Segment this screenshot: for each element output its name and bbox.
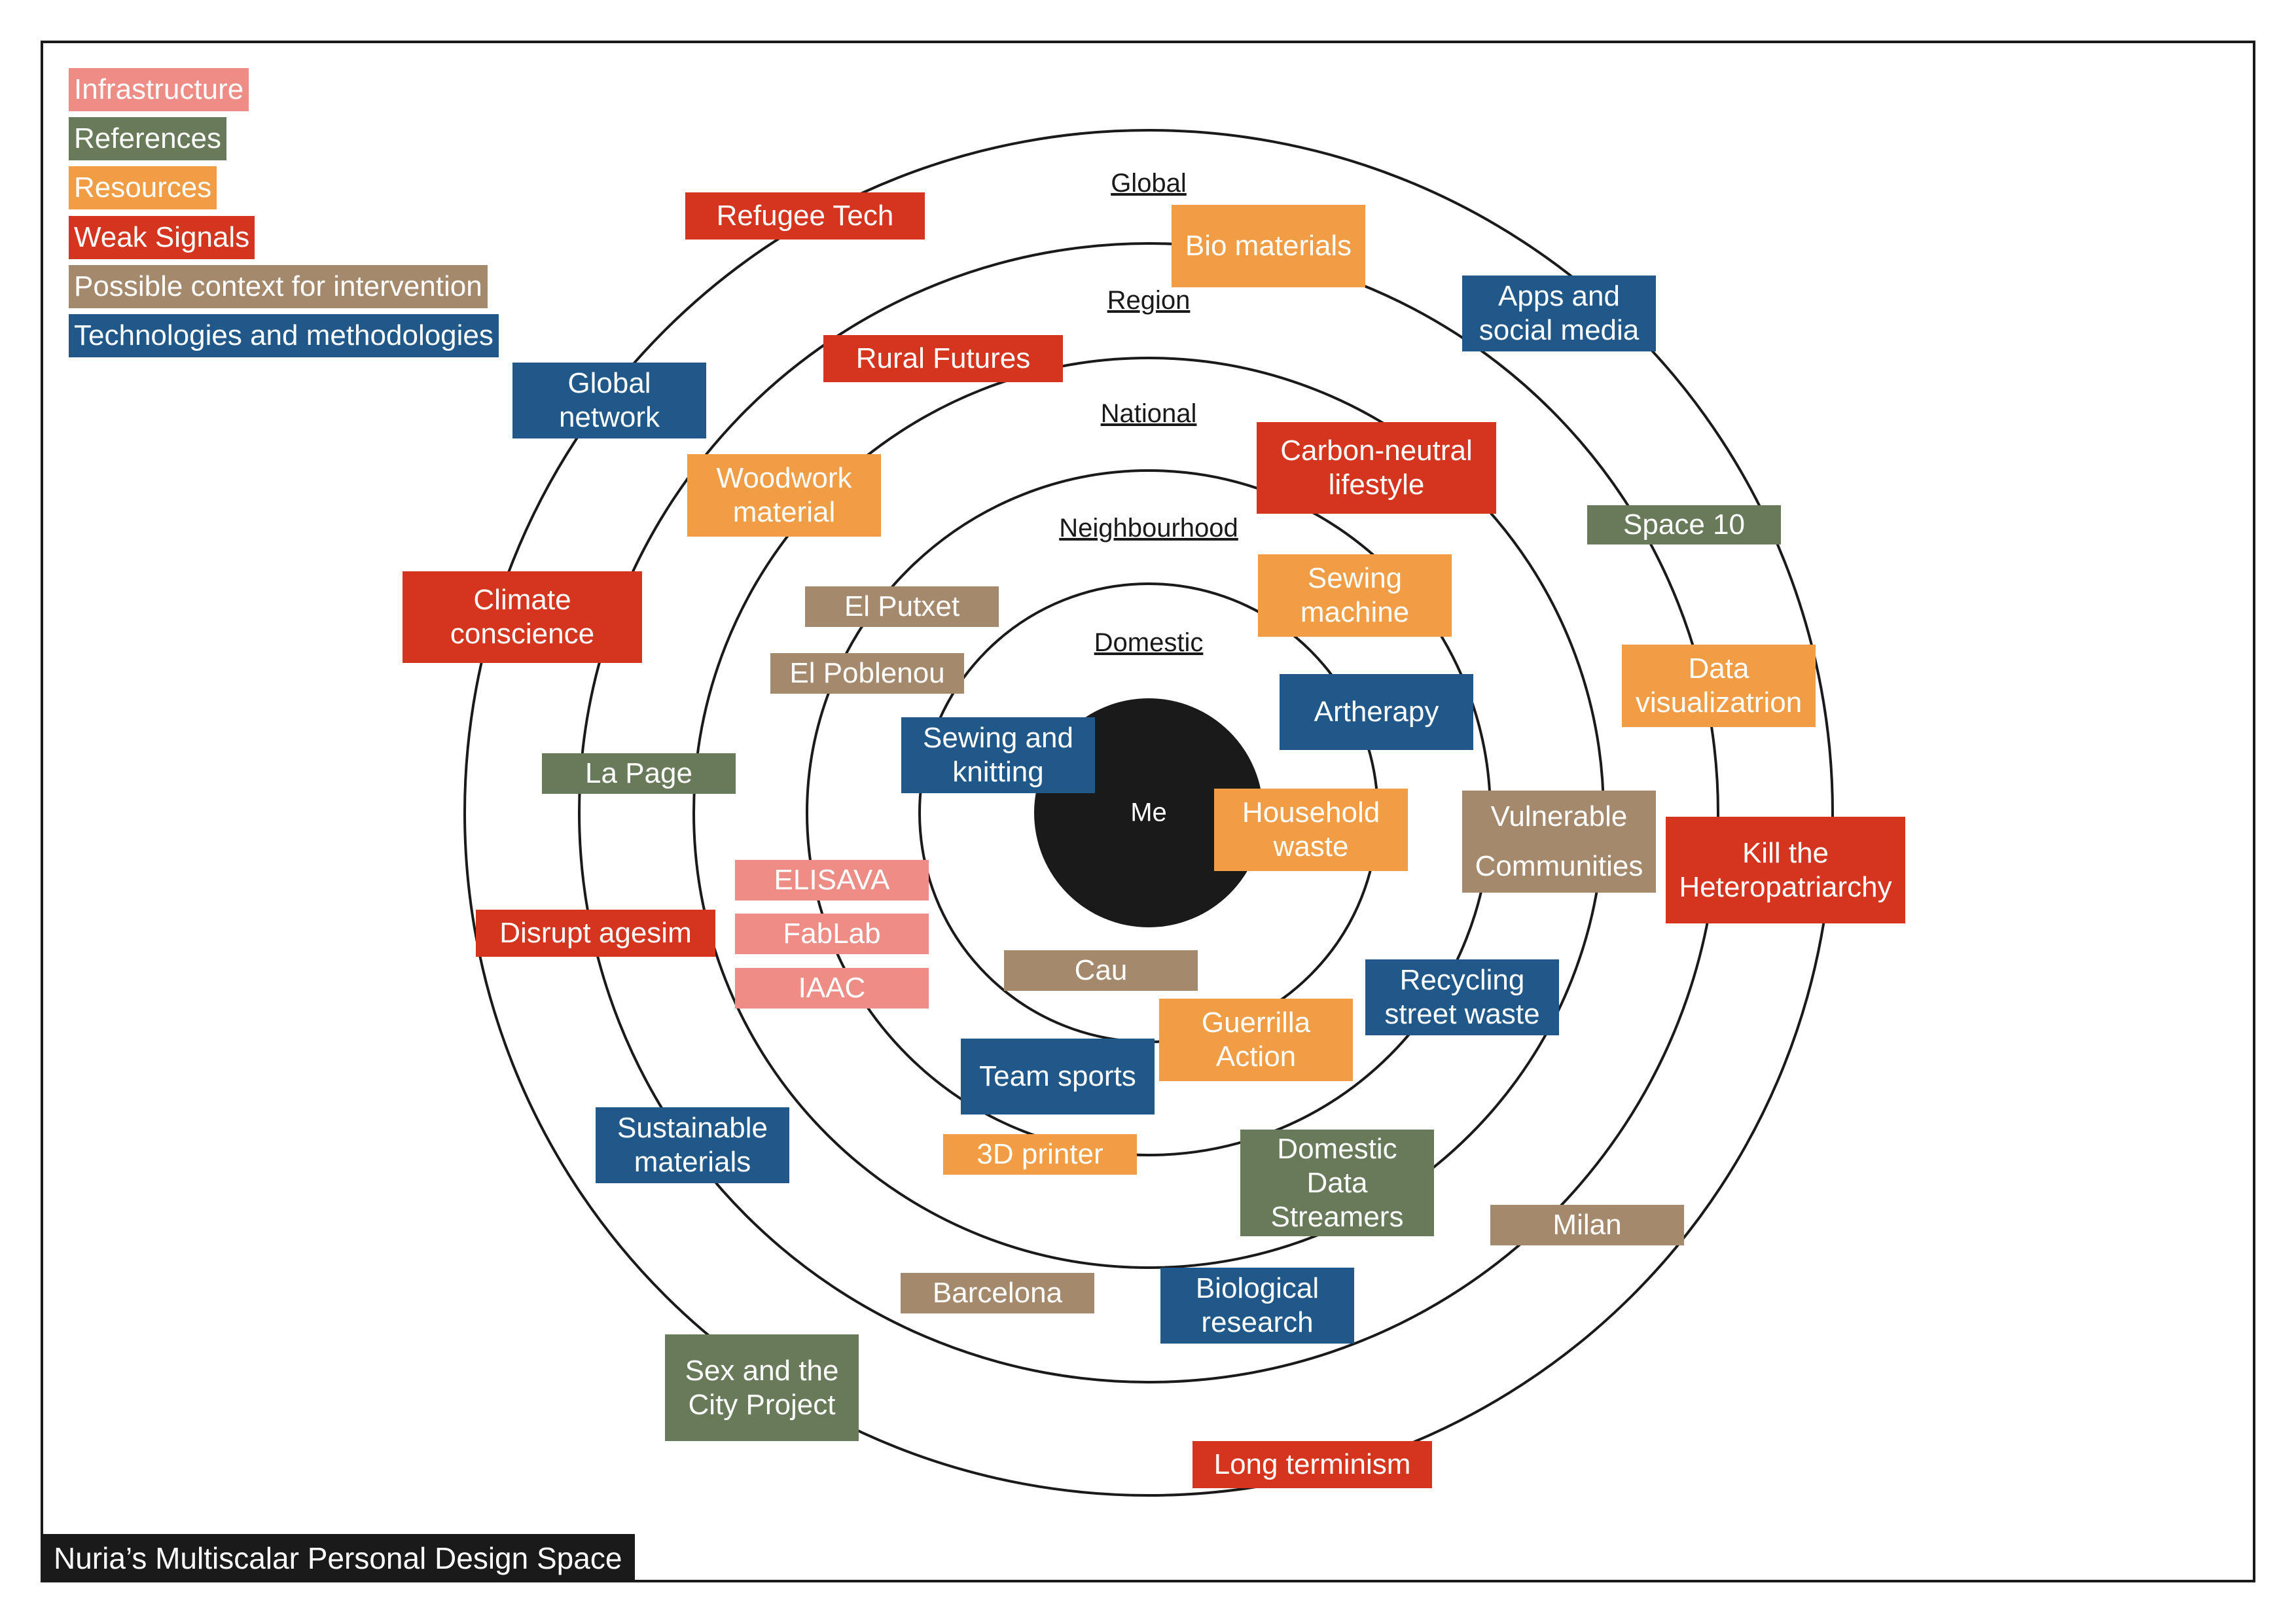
legend-item-resources: Resources	[69, 166, 217, 209]
tag-barcelona: Barcelona	[901, 1273, 1094, 1313]
tag-sex-and-the-city-project: Sex and the City Project	[665, 1334, 859, 1441]
tag-vulnerable-communities: Vulnerable Communities	[1462, 791, 1656, 893]
tag-apps-social-media: Apps and social media	[1462, 276, 1656, 351]
ring-global	[463, 129, 1834, 1497]
legend-item-technologies: Technologies and methodologies	[69, 314, 499, 357]
tag-sewing-machine: Sewing machine	[1258, 554, 1452, 637]
ring-label-domestic: Domestic	[1094, 628, 1204, 657]
center-label: Me	[1130, 798, 1167, 827]
tag-domestic-data-streamers: Domestic Data Streamers	[1240, 1130, 1434, 1236]
tag-biological-research: Biological research	[1160, 1268, 1354, 1344]
tag-artherapy: Artherapy	[1280, 674, 1473, 750]
legend-item-weak-signals: Weak Signals	[69, 216, 255, 259]
tag-climate-conscience: Climate conscience	[403, 571, 642, 663]
tag-recycling-street-waste: Recycling street waste	[1365, 959, 1559, 1035]
tag-el-poblenou: El Poblenou	[770, 653, 964, 694]
ring-label-national: National	[1100, 399, 1197, 428]
tag-sewing-and-knitting: Sewing and knitting	[901, 717, 1095, 793]
tag-el-putxet: El Putxet	[805, 586, 999, 627]
tag-data-visualization: Data visualizatrion	[1622, 645, 1816, 727]
tag-global-network: Global network	[512, 363, 706, 438]
tag-3d-printer: 3D printer	[943, 1134, 1137, 1175]
tag-woodwork-material: Woodwork material	[687, 454, 881, 537]
tag-guerrilla-action: Guerrilla Action	[1159, 999, 1353, 1081]
tag-la-page: La Page	[542, 753, 736, 794]
diagram-frame	[41, 41, 2255, 1582]
tag-carbon-neutral-lifestyle: Carbon-neutral lifestyle	[1257, 422, 1496, 514]
tag-fablab: FabLab	[735, 914, 929, 954]
tag-bio-materials: Bio materials	[1172, 205, 1365, 287]
tag-refugee-tech: Refugee Tech	[685, 192, 925, 240]
tag-team-sports: Team sports	[961, 1039, 1155, 1115]
ring-label-global: Global	[1111, 169, 1187, 198]
diagram-title: Nuria’s Multiscalar Personal Design Spac…	[41, 1534, 636, 1582]
tag-household-waste: Household waste	[1214, 789, 1408, 871]
tag-kill-the-heteropatriarchy: Kill the Heteropatriarchy	[1666, 817, 1905, 923]
tag-elisava: ELISAVA	[735, 860, 929, 901]
tag-sustainable-materials: Sustainable materials	[596, 1107, 789, 1183]
tag-space-10: Space 10	[1587, 505, 1781, 544]
legend-item-context: Possible context for intervention	[69, 265, 488, 308]
ring-label-region: Region	[1107, 286, 1191, 315]
legend-item-infrastructure: Infrastructure	[69, 68, 249, 111]
tag-long-terminism: Long terminism	[1193, 1441, 1432, 1488]
tag-rural-futures: Rural Futures	[823, 335, 1063, 382]
legend-item-references: References	[69, 117, 227, 160]
tag-milan: Milan	[1490, 1205, 1684, 1245]
tag-disrupt-agesim: Disrupt agesim	[476, 910, 715, 957]
ring-label-neighbourhood: Neighbourhood	[1059, 514, 1238, 543]
tag-iaac: IAAC	[735, 968, 929, 1008]
tag-cau: Cau	[1004, 950, 1198, 991]
ring-region	[578, 242, 1719, 1383]
